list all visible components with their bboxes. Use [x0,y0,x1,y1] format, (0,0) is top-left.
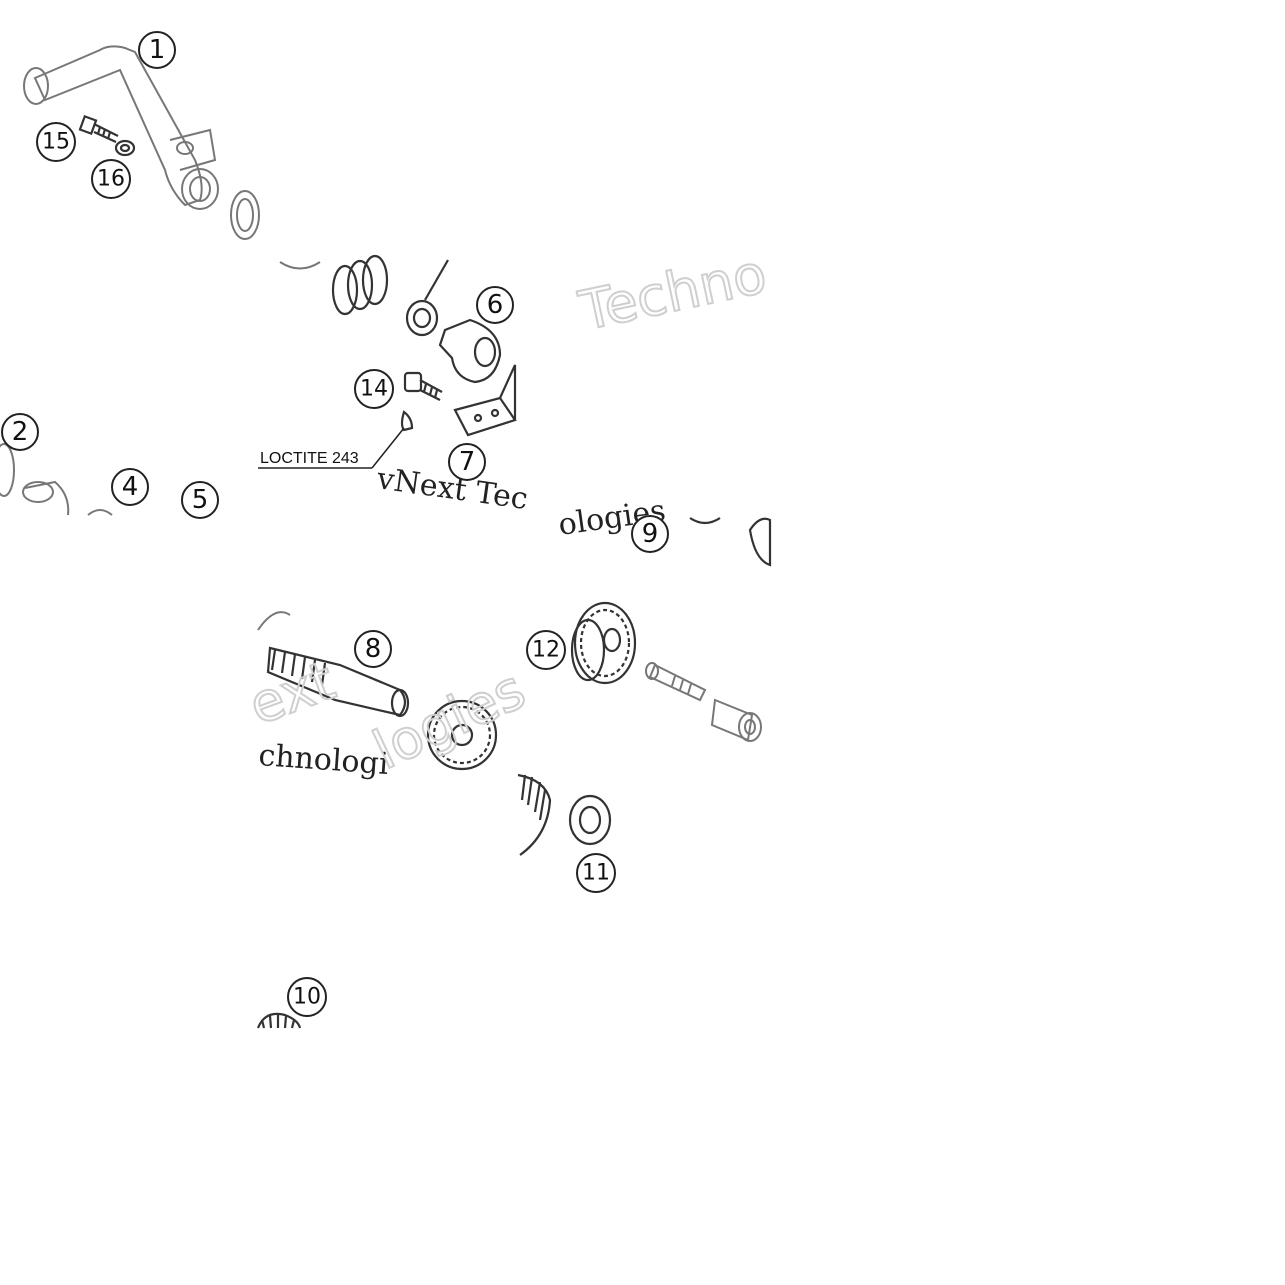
spring-part [279,254,389,316]
callout-15: 15 [36,122,76,162]
svg-text:6: 6 [487,290,504,320]
washer-part-16 [114,139,136,157]
callout-16: 16 [91,159,131,199]
callout-14: 14 [354,369,394,409]
svg-text:7: 7 [459,447,476,477]
bushing-part-b [710,698,762,742]
svg-text:2: 2 [12,417,29,447]
callout-2: 2 [1,413,39,451]
kick-lever-part [23,45,260,240]
ratchet-part-6 [438,318,502,384]
gear-part-8b [426,699,498,771]
callout-7: 7 [448,443,486,481]
svg-text:11: 11 [582,861,610,886]
svg-text:12: 12 [532,638,560,663]
washer-part-11 [568,794,612,846]
callout-12: 12 [526,630,566,670]
callout-9: 9 [631,515,669,553]
bushing-part [0,443,113,516]
svg-text:14: 14 [360,377,388,402]
loctite-label: LOCTITE 243 [260,450,359,467]
bolt-part-14 [400,371,443,432]
callout-5: 5 [181,481,219,519]
gear-part-12 [570,601,637,685]
gear-part-10 [256,1012,302,1029]
svg-text:5: 5 [192,485,209,515]
coil-spring-part [517,773,552,856]
callout-1: 1 [138,31,176,69]
watermark-techno: Techno [574,242,772,343]
callout-6: 6 [476,286,514,324]
shaft-part-8 [257,611,410,718]
svg-text:4: 4 [122,472,139,502]
svg-text:15: 15 [42,130,70,155]
loctite-annotation: LOCTITE 243 [258,427,405,469]
bolt-part-15 [78,114,119,144]
spring-part-9 [689,517,772,567]
callout-4: 4 [111,468,149,506]
bracket-part-7 [453,364,517,437]
callout-11: 11 [576,853,616,893]
callout-8: 8 [354,630,392,668]
svg-text:1: 1 [149,35,166,65]
svg-text:8: 8 [365,634,382,664]
washer-part [405,259,449,337]
svg-text:16: 16 [97,167,125,192]
svg-text:9: 9 [642,519,659,549]
svg-text:10: 10 [293,985,321,1010]
callout-10: 10 [287,977,327,1017]
pin-part [645,662,707,702]
watermark-chnologi: chnologi [257,738,389,782]
watermark-logies-2: logies [364,658,534,782]
